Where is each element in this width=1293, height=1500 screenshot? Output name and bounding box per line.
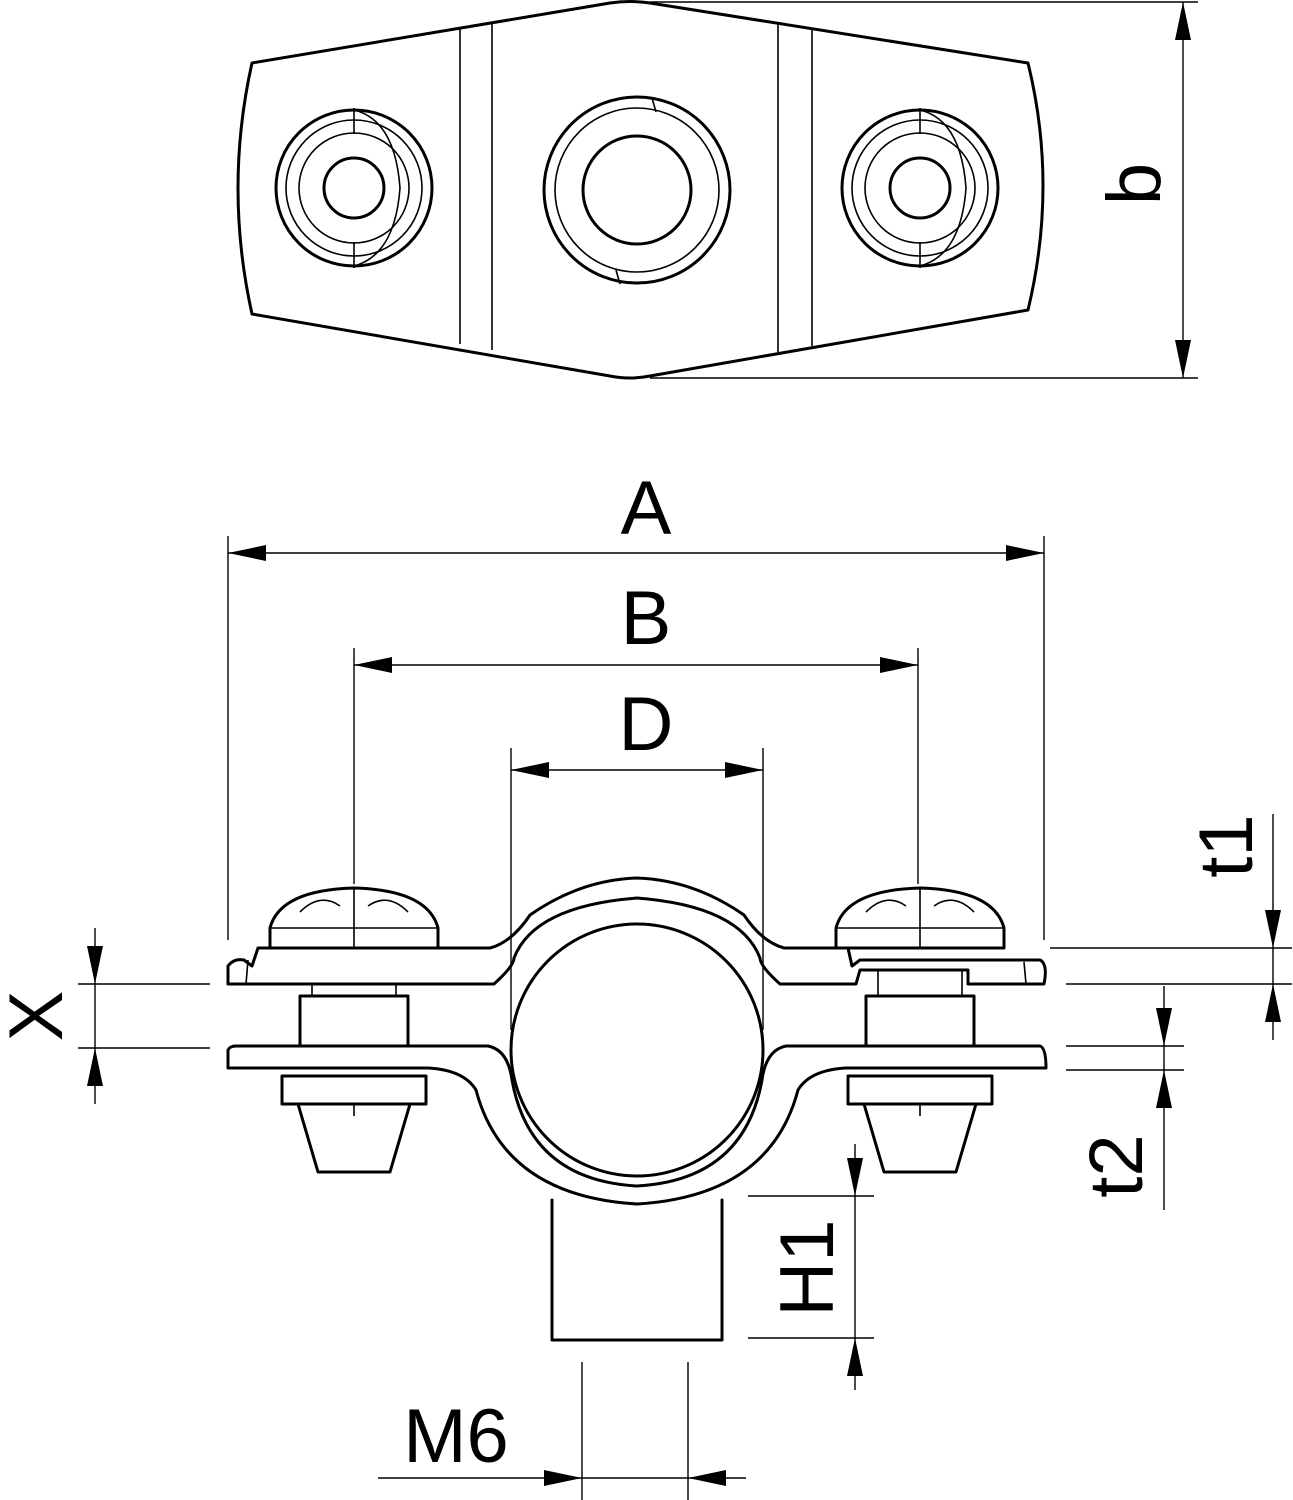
label-b: b <box>1092 163 1177 205</box>
label-t1: t1 <box>1184 814 1269 877</box>
dimension-t1: t1 <box>1050 814 1292 1040</box>
label-A: A <box>621 466 672 551</box>
threaded-stud <box>550 1198 724 1342</box>
left-screw-front <box>268 886 440 1174</box>
dimension-D: D <box>510 682 764 1030</box>
front-view: A B D X <box>0 466 1292 1500</box>
label-B: B <box>621 576 672 661</box>
left-screw-top <box>274 108 434 268</box>
lower-strap <box>226 1044 1048 1206</box>
label-H1: H1 <box>765 1219 850 1316</box>
right-screw-front <box>834 886 1006 1174</box>
top-view: b <box>236 0 1198 380</box>
dimension-b: b <box>650 1 1198 379</box>
upper-strap <box>226 876 1047 986</box>
label-t2: t2 <box>1074 1134 1159 1197</box>
pipe-circle <box>509 922 765 1178</box>
dimension-A: A <box>227 466 1045 940</box>
dimension-t2: t2 <box>1066 986 1184 1210</box>
right-screw-top <box>840 108 1000 268</box>
dimension-B: B <box>353 576 919 884</box>
top-view-plate-outline <box>236 0 1045 380</box>
label-D: D <box>619 682 674 767</box>
dimension-M6: M6 <box>378 1362 746 1500</box>
center-nut-top <box>542 95 732 285</box>
dimension-H1: H1 <box>748 1144 874 1390</box>
dimension-X: X <box>0 928 210 1104</box>
label-X: X <box>0 991 79 1042</box>
label-M6: M6 <box>403 1394 509 1479</box>
